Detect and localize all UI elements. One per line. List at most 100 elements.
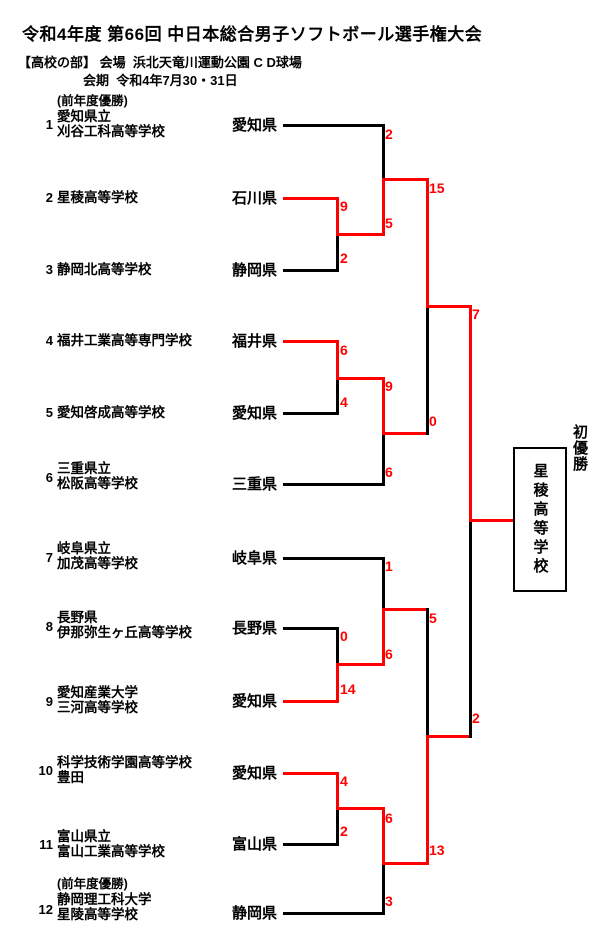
bracket-horizontal-line [283,557,385,560]
team-seed-number: 9 [45,694,53,709]
bracket-horizontal-line [469,519,513,522]
team-seed-number: 7 [45,550,53,565]
team-prefecture: 愛知県 [232,765,278,782]
bracket-horizontal-line [336,663,385,666]
score-sf2t: 5 [429,610,437,626]
bracket-horizontal-line [426,735,472,738]
bracket-vertical-line [336,197,339,236]
team-name-line: 三河高等学校 [57,700,138,715]
team-prefecture: 富山県 [232,836,278,853]
team-name: 福井工業高等専門学校 [57,333,192,348]
bracket-horizontal-line [382,178,429,181]
bracket-vertical-line [469,305,472,522]
score-r89b: 14 [340,681,356,697]
score-r1011b: 2 [340,823,348,839]
score-qf3b: 6 [385,646,393,662]
team-prefecture: 愛知県 [232,117,278,134]
team-seed-number: 1 [45,117,53,132]
bracket-vertical-line [382,435,385,486]
division-and-venue: 【高校の部】 会場 浜北天竜川運動公園 C D球場 [18,55,302,70]
bracket-vertical-line [336,380,339,415]
bracket-vertical-line [426,608,429,735]
team-name-line: 愛知啓成高等学校 [57,405,165,420]
team-name-line: 愛知県立 [57,109,111,124]
page-title: 令和4年度 第66回 中日本総合男子ソフトボール選手権大会 [22,25,483,44]
team-name-line: 長野県 [57,610,98,625]
score-r89t: 0 [340,628,348,644]
bracket-vertical-line [336,627,339,663]
bracket-horizontal-line [283,627,339,630]
score-ft: 7 [472,306,480,322]
score-qf4b: 3 [385,893,393,909]
previous-champion-note: (前年度優勝) [57,94,128,108]
previous-champion-note: (前年度優勝) [57,877,128,891]
team-name: 星稜高等学校 [57,190,138,205]
bracket-horizontal-line [283,772,339,775]
bracket-horizontal-line [283,700,339,703]
team-name-line: 富山県立 [57,829,111,844]
bracket-horizontal-line [283,412,339,415]
bracket-horizontal-line [336,807,385,810]
bracket-horizontal-line [283,483,385,486]
team-name-line: 伊那弥生ヶ丘高等学校 [57,625,192,640]
score-sf1b: 0 [429,413,437,429]
score-r23b: 2 [340,250,348,266]
team-seed-number: 10 [38,763,53,778]
bracket-vertical-line [382,124,385,178]
score-r23t: 9 [340,198,348,214]
team-name: (前年度優勝)愛知県立刈谷工科高等学校 [57,94,165,139]
team-seed-number: 2 [45,190,53,205]
bracket-vertical-line [336,772,339,810]
team-name: 富山県立富山工業高等学校 [57,829,165,859]
team-name-line: 星陵高等学校 [57,907,138,922]
bracket-horizontal-line [283,912,385,915]
team-name-line: 富山工業高等学校 [57,844,165,859]
bracket-horizontal-line [283,269,339,272]
bracket-horizontal-line [426,305,472,308]
team-name-line: 静岡理工科大学 [57,892,152,907]
bracket-horizontal-line [283,197,339,200]
team-name: 三重県立松阪高等学校 [57,461,138,491]
team-seed-number: 5 [45,405,53,420]
bracket-horizontal-line [283,340,339,343]
team-seed-number: 11 [39,837,53,852]
score-r45b: 4 [340,394,348,410]
team-name-line: 愛知産業大学 [57,685,138,700]
team-prefecture: 福井県 [232,333,278,350]
team-seed-number: 12 [38,902,53,917]
champion-box: 星稜高等学校 [513,447,567,592]
team-prefecture: 石川県 [232,190,278,207]
bracket-vertical-line [382,807,385,865]
score-r1011t: 4 [340,773,348,789]
team-name-line: 星稜高等学校 [57,190,138,205]
team-name-line: 福井工業高等専門学校 [57,333,192,348]
champion-name: 星稜高等学校 [531,462,549,577]
team-name: (前年度優勝)静岡理工科大学星陵高等学校 [57,877,152,922]
champion-caption: 初優勝 [571,424,588,472]
bracket-horizontal-line [336,377,385,380]
team-name: 科学技術学園高等学校豊田 [57,755,192,785]
bracket-vertical-line [382,865,385,915]
team-name-line: 松阪高等学校 [57,476,138,491]
team-seed-number: 4 [45,333,53,348]
bracket-vertical-line [469,522,472,738]
score-sf1t: 15 [429,180,445,196]
bracket-horizontal-line [382,608,429,611]
bracket-vertical-line [382,557,385,608]
score-qf3t: 1 [385,558,393,574]
bracket-vertical-line [382,608,385,666]
team-prefecture: 長野県 [232,620,278,637]
bracket-horizontal-line [382,862,429,865]
schedule: 会期 令和4年7月30・31日 [83,73,238,88]
score-qf4t: 6 [385,810,393,826]
team-prefecture: 静岡県 [232,905,278,922]
score-fb: 2 [472,710,480,726]
team-seed-number: 8 [45,619,53,634]
bracket-horizontal-line [382,432,429,435]
team-prefecture: 三重県 [232,476,278,493]
bracket-vertical-line [336,340,339,380]
bracket-horizontal-line [283,843,339,846]
team-prefecture: 静岡県 [232,262,278,279]
bracket-vertical-line [426,735,429,865]
